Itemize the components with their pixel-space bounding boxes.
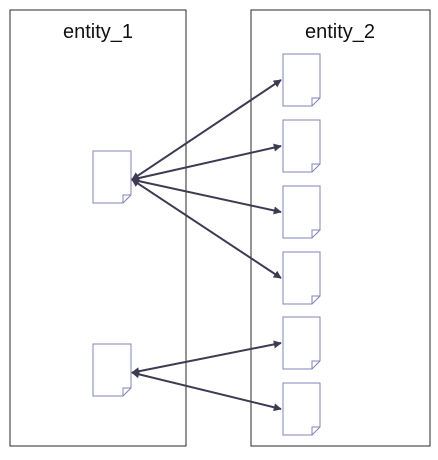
entity-1-title: entity_1	[63, 21, 133, 43]
link-arrow-4	[131, 178, 282, 279]
entity-2-document-5	[282, 316, 321, 370]
entity-2-title: entity_2	[305, 21, 375, 43]
entity-2-document-2	[282, 119, 321, 173]
entity-1-document-1	[92, 150, 132, 204]
entity-2-document-1	[282, 53, 321, 107]
documents-layer	[92, 53, 321, 436]
link-arrow-5	[131, 340, 282, 376]
entity-2-document-4	[282, 251, 321, 305]
entity-2-frame	[250, 9, 431, 447]
links-layer	[131, 79, 282, 412]
entity-2-document-6	[282, 382, 321, 436]
link-arrow-6	[131, 370, 282, 412]
entity-2-container: entity_2	[250, 9, 431, 447]
link-arrow-2	[131, 143, 282, 182]
entity-1-document-2	[92, 343, 132, 397]
entity-2-document-3	[282, 185, 321, 239]
